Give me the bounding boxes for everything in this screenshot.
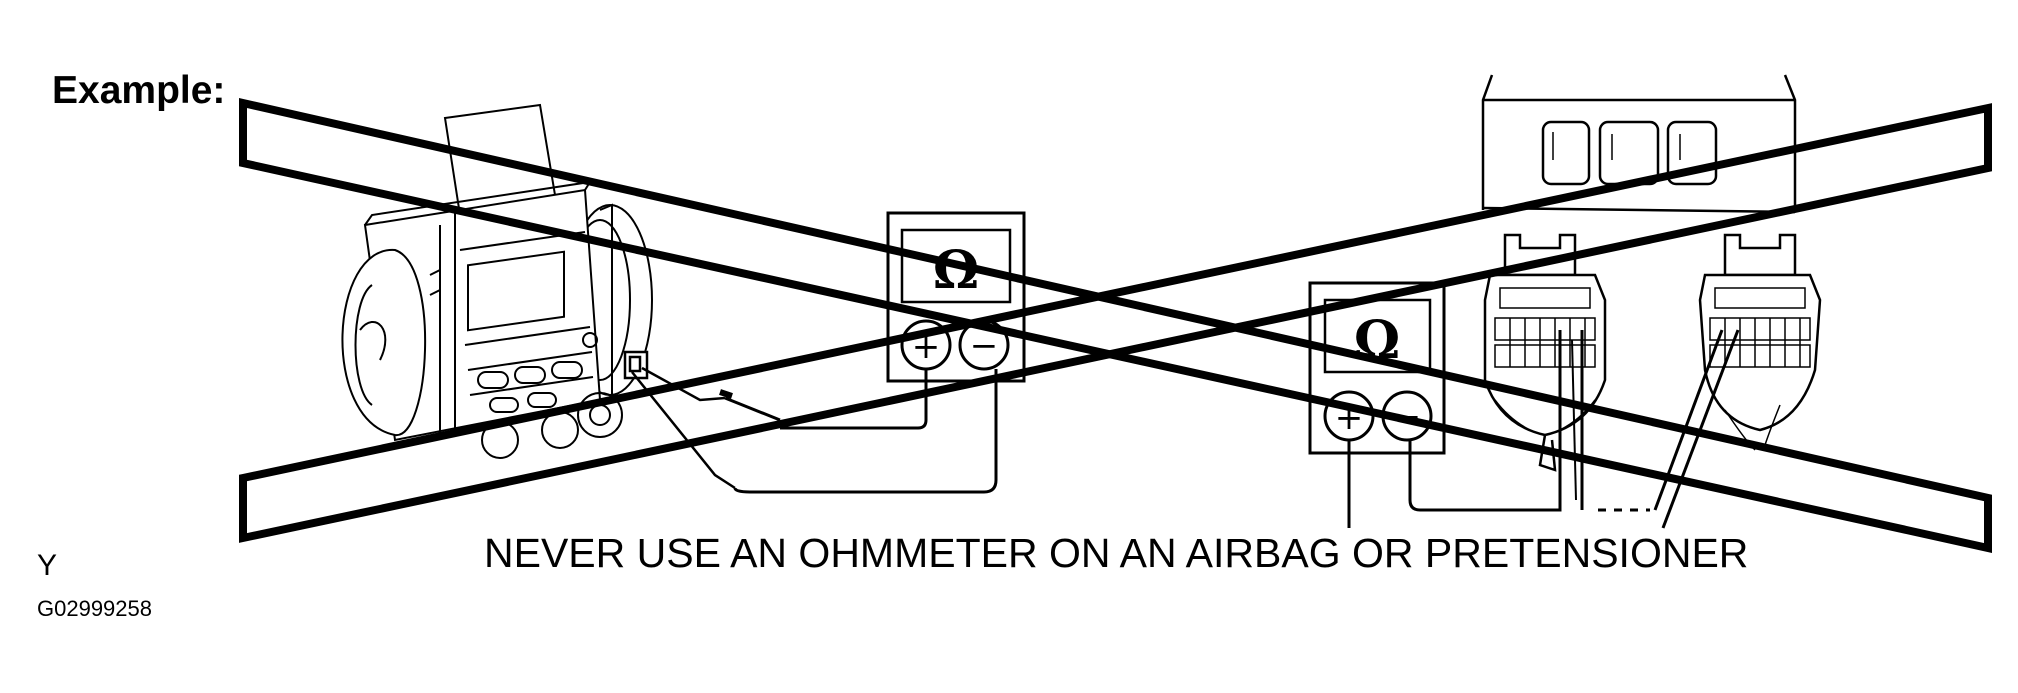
figure-id: G02999258 [37,596,152,621]
corner-mark: Y [37,549,58,582]
ohmmeter-icon: Ω + − [886,211,1026,383]
airbag-module-icon [341,103,653,459]
example-label: Example: [52,69,226,112]
pretensioner-connector-right [1698,233,1822,451]
prohibition-cross-icon [239,97,1992,553]
warning-caption: NEVER USE AN OHMMETER ON AN AIRBAG OR PR… [484,530,1749,576]
meter-1-leads [733,369,998,494]
seat-belt-pretensioner-connector-icon [1481,74,1822,472]
airbag-connector-probes [623,350,781,490]
